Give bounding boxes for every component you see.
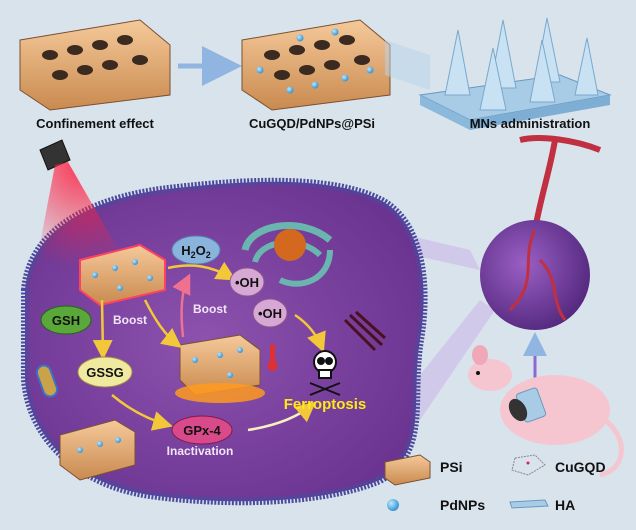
oh-radical-bubble xyxy=(229,267,265,297)
arrow-gpx4-to-ferroptosis xyxy=(247,401,316,432)
oh-radical-label: •OH xyxy=(235,275,259,290)
arrow-oh-to-ferroptosis xyxy=(294,313,326,353)
psi-nanocarrier-top xyxy=(79,243,166,307)
boost-label-left: Boost xyxy=(113,313,147,327)
legend-ha-label: HA xyxy=(555,497,575,513)
oh-radical-label: •OH xyxy=(258,306,282,321)
tumor-illustration xyxy=(480,135,602,330)
laser-device xyxy=(35,139,130,270)
legend-psi-label: PSi xyxy=(440,459,463,475)
projection-beam xyxy=(400,300,495,420)
legend-cugqd-label: CuGQD xyxy=(555,459,606,475)
microneedle-patch xyxy=(418,17,612,130)
golgi-nucleus-icon xyxy=(241,222,333,287)
flame-icon xyxy=(175,383,265,403)
er-icon xyxy=(343,310,387,352)
label-cugqd-pdnps-psi: CuGQD/PdNPs@PSi xyxy=(249,116,375,131)
legend: PSi CuGQD PdNPs HA xyxy=(384,454,606,513)
arrow-boost-up xyxy=(172,273,191,338)
psi-nanocarrier-bottom xyxy=(59,419,136,481)
legend-pdnps-swatch xyxy=(387,499,399,511)
svg-text:H2O2: H2O2 xyxy=(181,243,211,260)
legend-cugqd-swatch xyxy=(511,454,546,476)
mouse-illustration xyxy=(468,345,624,478)
mitochondrion-icon xyxy=(35,364,59,398)
projection-beam xyxy=(385,40,430,90)
h2o2-bubble: H2O2 xyxy=(171,235,221,265)
thermometer-icon xyxy=(267,344,278,371)
psi-block-empty xyxy=(19,19,171,111)
psi-block-loaded xyxy=(241,19,391,111)
arrow-to-oh xyxy=(167,261,237,281)
legend-psi-swatch xyxy=(384,454,431,486)
label-confinement-effect: Confinement effect xyxy=(36,116,154,131)
gssg-bubble xyxy=(77,356,133,388)
legend-pdnps-label: PdNPs xyxy=(440,497,485,513)
oh-radical-bubble xyxy=(252,298,288,328)
inactivation-label: Inactivation xyxy=(167,444,234,458)
arrow-gsh-to-gssg xyxy=(92,299,113,360)
boost-label-right: Boost xyxy=(193,302,227,316)
gpx4-bubble xyxy=(171,415,233,445)
ferroptosis-label: Ferroptosis xyxy=(284,396,367,413)
arrow-gssg-to-gpx4 xyxy=(111,394,173,431)
gsh-label: GSH xyxy=(52,313,80,328)
arrow-to-heated xyxy=(143,299,182,349)
legend-ha-swatch xyxy=(509,499,549,509)
label-mns-administration: MNs administration xyxy=(470,116,591,131)
psi-nanocarrier-heated xyxy=(175,334,265,403)
gpx4-label: GPx-4 xyxy=(183,423,221,438)
skull-icon xyxy=(309,350,341,396)
gssg-label: GSSG xyxy=(86,365,124,380)
gsh-bubble xyxy=(40,305,92,335)
